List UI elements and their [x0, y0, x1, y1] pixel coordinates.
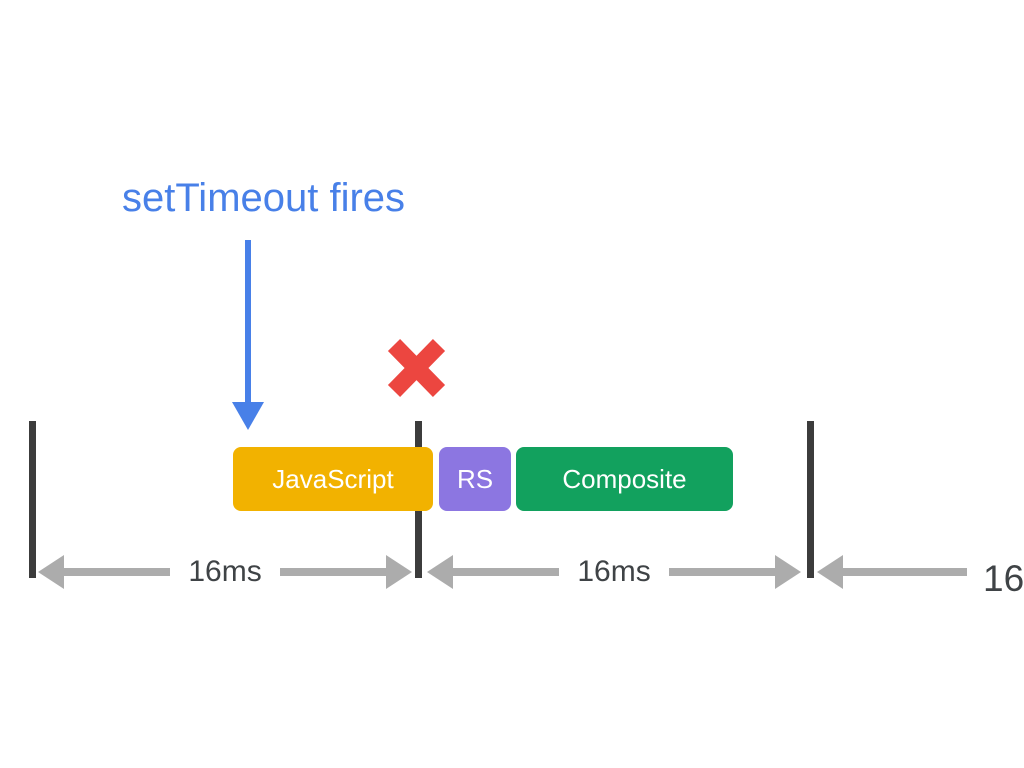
interval-label-1: 16ms: [188, 555, 262, 588]
settimeout-arrow-head: [232, 402, 264, 430]
frame-boundary-tick-3: [807, 421, 814, 578]
missed-frame-x-icon: [387, 339, 446, 397]
composite-block: Composite: [516, 447, 733, 511]
arrowhead-left-icon: [817, 555, 843, 589]
x-stroke-2: [387, 339, 446, 397]
arrow-line: [64, 568, 171, 576]
arrow-line: [279, 568, 387, 576]
interval-arrow-3: [817, 555, 967, 589]
interval-arrow-1: 16ms: [38, 555, 413, 589]
arrow-line: [668, 568, 776, 576]
interval-label-2: 16ms: [577, 555, 651, 588]
frame-boundary-tick-1: [29, 421, 36, 578]
interval-arrow-2: 16ms: [427, 555, 802, 589]
render-styles-block: RS: [439, 447, 511, 511]
arrowhead-left-icon: [38, 555, 64, 589]
interval-label-3: 16: [983, 558, 1024, 599]
arrow-line: [453, 568, 560, 576]
settimeout-arrow-shaft: [245, 240, 251, 404]
settimeout-fires-label: setTimeout fires: [122, 176, 406, 220]
javascript-block: JavaScript: [233, 447, 433, 511]
arrowhead-left-icon: [427, 555, 453, 589]
arrowhead-right-icon: [386, 555, 413, 589]
arrow-line: [843, 568, 967, 576]
arrowhead-right-icon: [775, 555, 802, 589]
